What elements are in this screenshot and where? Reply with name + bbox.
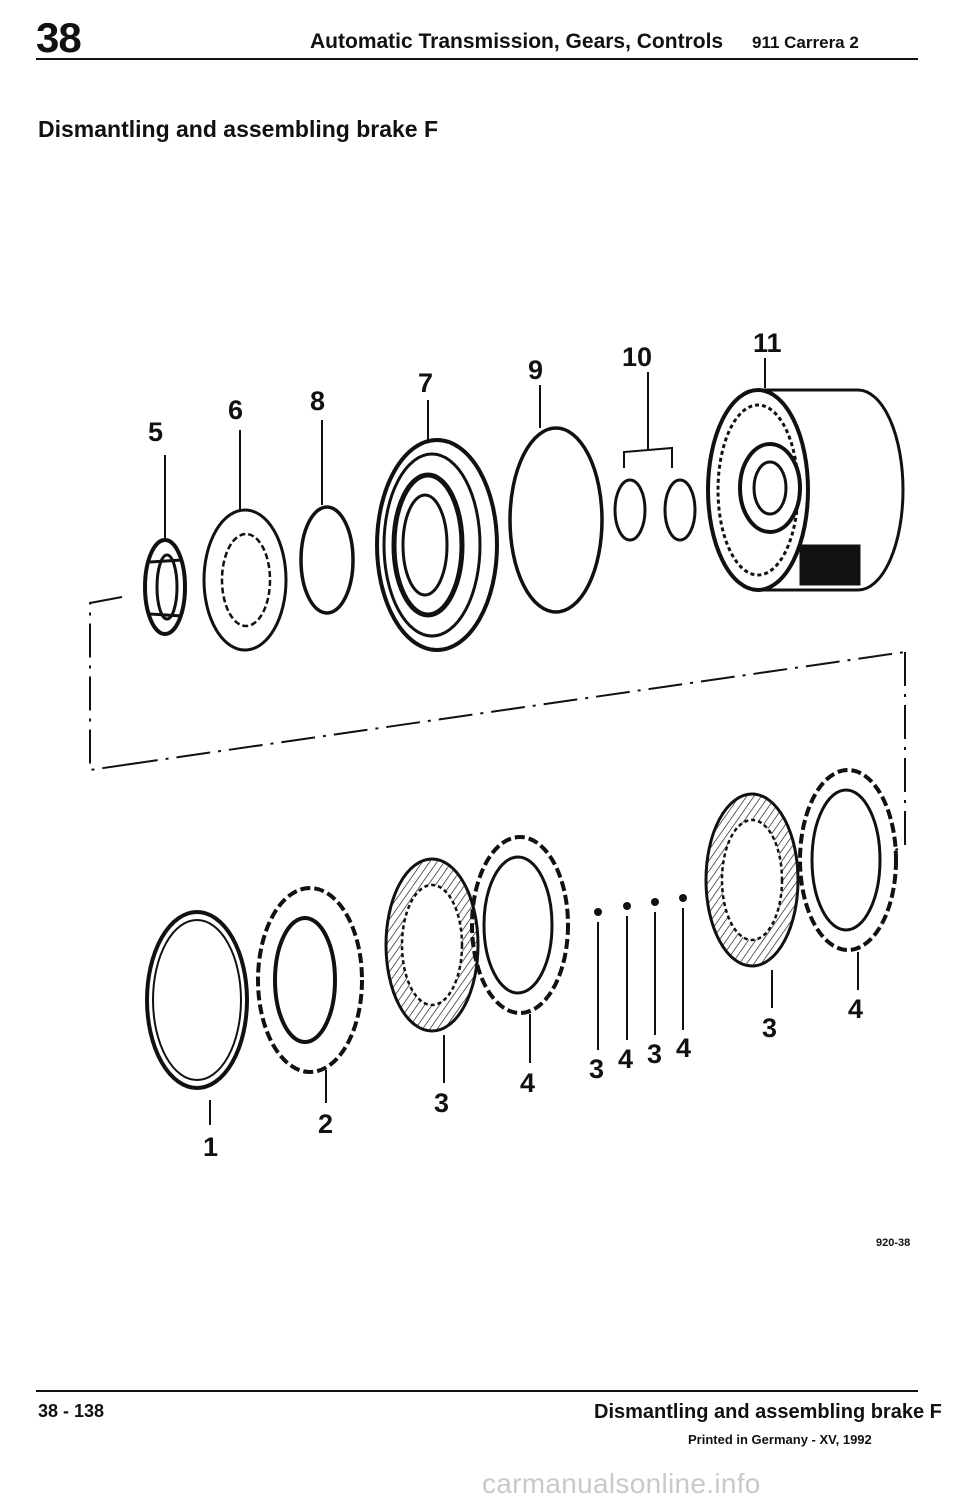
callout-4-c: 4 <box>676 1033 691 1063</box>
callout-6: 6 <box>228 395 243 425</box>
callout-3-a: 3 <box>434 1088 449 1118</box>
part-2-end-plate <box>256 886 364 1074</box>
callout-9: 9 <box>528 355 543 385</box>
callout-3-c: 3 <box>647 1039 662 1069</box>
watermark: carmanualsonline.info <box>482 1468 761 1499</box>
header-rule <box>36 58 918 60</box>
callout-3-b: 3 <box>589 1054 604 1084</box>
figure-code: 920-38 <box>876 1237 911 1249</box>
callout-5: 5 <box>148 417 163 447</box>
callout-11: 11 <box>753 328 782 358</box>
callout-1: 1 <box>203 1132 218 1162</box>
footer-printed-note: Printed in Germany - XV, 1992 <box>688 1432 872 1447</box>
header-model: 911 Carrera 2 <box>752 33 859 52</box>
footer-page-number: 38 - 138 <box>38 1401 105 1421</box>
header-title: Automatic Transmission, Gears, Controls <box>310 30 724 53</box>
leader-lines <box>164 358 859 1125</box>
section-number: 38 <box>36 14 82 61</box>
callout-7: 7 <box>418 368 433 398</box>
page-heading: Dismantling and assembling brake F <box>38 116 439 142</box>
part-7-piston <box>375 438 499 652</box>
part-9-o-ring <box>508 426 604 614</box>
callout-4-b: 4 <box>618 1044 633 1074</box>
part-10-sealing-rings <box>613 478 697 542</box>
part-6-disc <box>202 508 288 652</box>
footer-title: Dismantling and assembling brake F <box>594 1401 942 1423</box>
callout-4-d: 4 <box>848 994 863 1024</box>
additional-plates-dots <box>594 894 687 916</box>
callout-2: 2 <box>318 1109 333 1139</box>
part-8-o-ring <box>299 505 355 615</box>
assembly-guide-lines <box>89 596 906 854</box>
part-5-split-ring <box>143 538 187 636</box>
part-11-housing <box>706 388 905 592</box>
part-4-steel-plates <box>470 768 898 1015</box>
part-1-snap-ring <box>145 910 249 1090</box>
part-3-lined-plates <box>384 792 800 1033</box>
callout-4-a: 4 <box>520 1068 535 1098</box>
callout-3-d: 3 <box>762 1013 777 1043</box>
callout-10: 10 <box>622 342 652 372</box>
footer-rule <box>36 1390 918 1392</box>
callout-8: 8 <box>310 386 325 416</box>
